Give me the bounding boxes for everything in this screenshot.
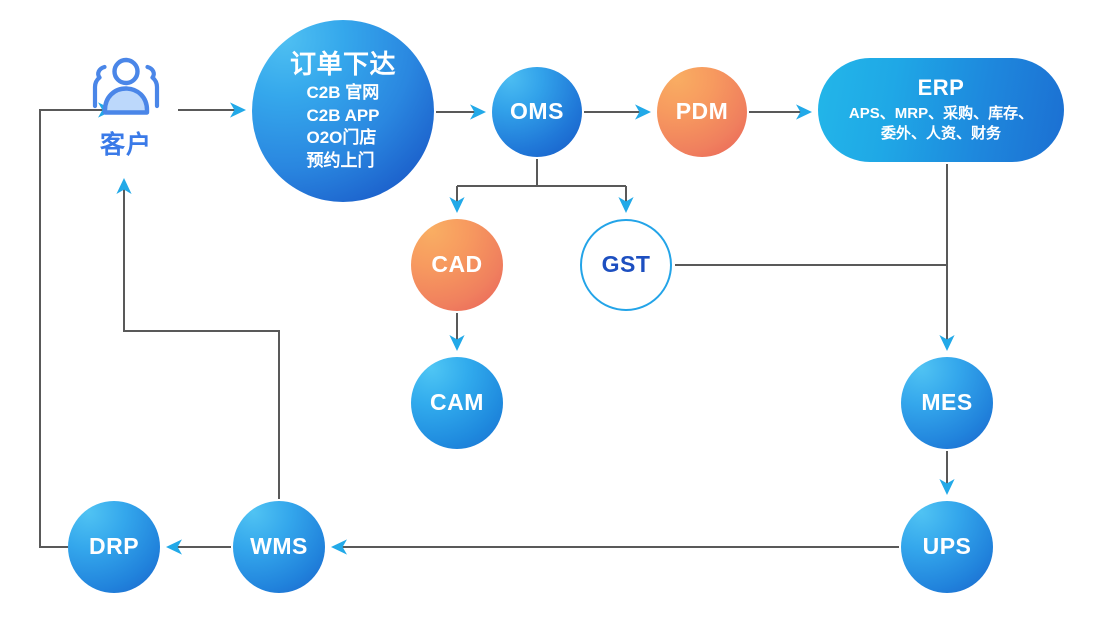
node-erp-sub-line: APS、MRP、采购、库存、 [848,105,1034,123]
node-order-subtitle: C2B 官网 C2B APP O2O门店 预约上门 [306,82,379,172]
node-order-sub-line: O2O门店 [306,128,377,148]
node-mes-label: MES [921,389,973,416]
node-oms-label: OMS [510,98,564,125]
node-wms[interactable]: WMS [233,501,325,593]
node-erp[interactable]: ERP APS、MRP、采购、库存、 委外、人资、财务 [818,58,1064,162]
user-group-icon [87,56,165,123]
node-gst[interactable]: GST [580,219,672,311]
node-order-sub-line: C2B APP [306,105,380,125]
node-ups[interactable]: UPS [901,501,993,593]
edge-drp-to-customer [39,102,114,548]
node-pdm[interactable]: PDM [657,67,747,157]
node-cam-label: CAM [430,389,484,416]
node-mes[interactable]: MES [901,357,993,449]
node-erp-subtitle: APS、MRP、采购、库存、 委外、人资、财务 [849,104,1033,144]
node-customer[interactable]: 客户 [78,52,174,164]
node-cad-label: CAD [431,251,483,278]
node-order-sub-line: C2B 官网 [306,83,380,103]
node-gst-label: GST [601,251,651,278]
node-order-sub-line: 预约上门 [306,150,375,170]
node-drp-label: DRP [88,533,140,560]
node-order-title: 订单下达 [289,48,396,79]
node-cam[interactable]: CAM [411,357,503,449]
node-oms[interactable]: OMS [492,67,582,157]
node-customer-label: 客户 [99,130,152,159]
node-ups-label: UPS [922,533,972,560]
node-cad[interactable]: CAD [411,219,503,311]
node-order[interactable]: 订单下达 C2B 官网 C2B APP O2O门店 预约上门 [252,20,434,202]
node-erp-title: ERP [917,75,965,101]
node-wms-label: WMS [250,533,308,560]
node-pdm-label: PDM [675,98,729,125]
node-erp-sub-line: 委外、人资、财务 [880,125,1001,143]
edge-wms-to-customer [116,178,280,499]
node-drp[interactable]: DRP [68,501,160,593]
